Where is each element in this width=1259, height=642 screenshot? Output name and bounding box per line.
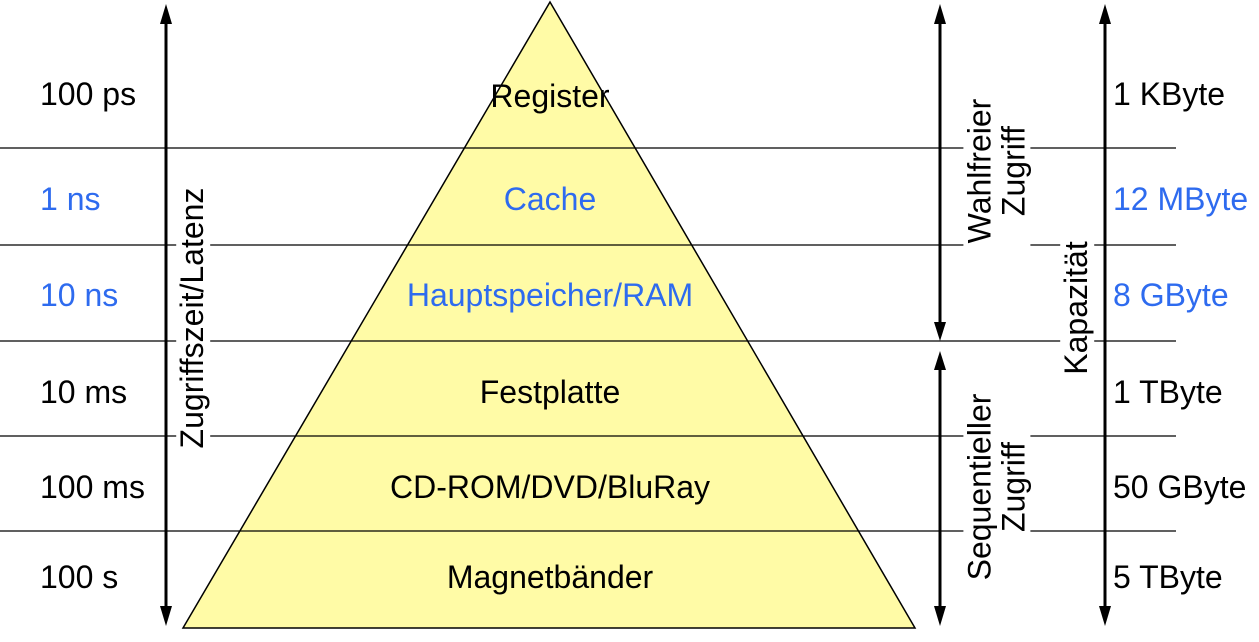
capacity-label: 1 TByte <box>1113 374 1223 411</box>
capacity-arrow-icon <box>1099 4 1111 626</box>
access-time-label: 1 ns <box>40 181 101 218</box>
level-name-ram: Hauptspeicher/RAM <box>406 277 694 314</box>
pyramid-shape <box>181 0 917 629</box>
level-name-cache: Cache <box>503 181 597 218</box>
access-time-label: 100 s <box>40 559 119 596</box>
sequential-access-arrow-icon <box>934 351 946 626</box>
level-name-festplatte: Festplatte <box>479 374 621 411</box>
capacity-label: 5 TByte <box>1113 559 1223 596</box>
latency-axis-label: Zugriffszeit/Latenz <box>174 171 210 465</box>
capacity-label: 1 KByte <box>1113 76 1226 113</box>
access-time-label: 10 ns <box>40 277 119 314</box>
access-time-label: 10 ms <box>40 374 128 411</box>
level-name-optical: CD-ROM/DVD/BluRay <box>389 469 711 506</box>
access-time-label: 100 ps <box>40 76 137 113</box>
capacity-label: 8 GByte <box>1113 277 1229 314</box>
latency-arrow-icon <box>160 4 172 626</box>
random-access-label: Wahlfreier Zugriff <box>961 82 1031 260</box>
capacity-axis-label: Kapazität <box>1058 225 1094 391</box>
capacity-label: 50 GByte <box>1113 469 1247 506</box>
capacity-label: 12 MByte <box>1113 181 1249 218</box>
sequential-access-label: Sequentieller Zugriff <box>961 377 1031 597</box>
random-access-arrow-icon <box>934 4 946 341</box>
level-name-register: Register <box>490 78 610 115</box>
access-time-label: 100 ms <box>40 469 145 506</box>
level-name-magnetbänder: Magnetbänder <box>446 559 654 596</box>
